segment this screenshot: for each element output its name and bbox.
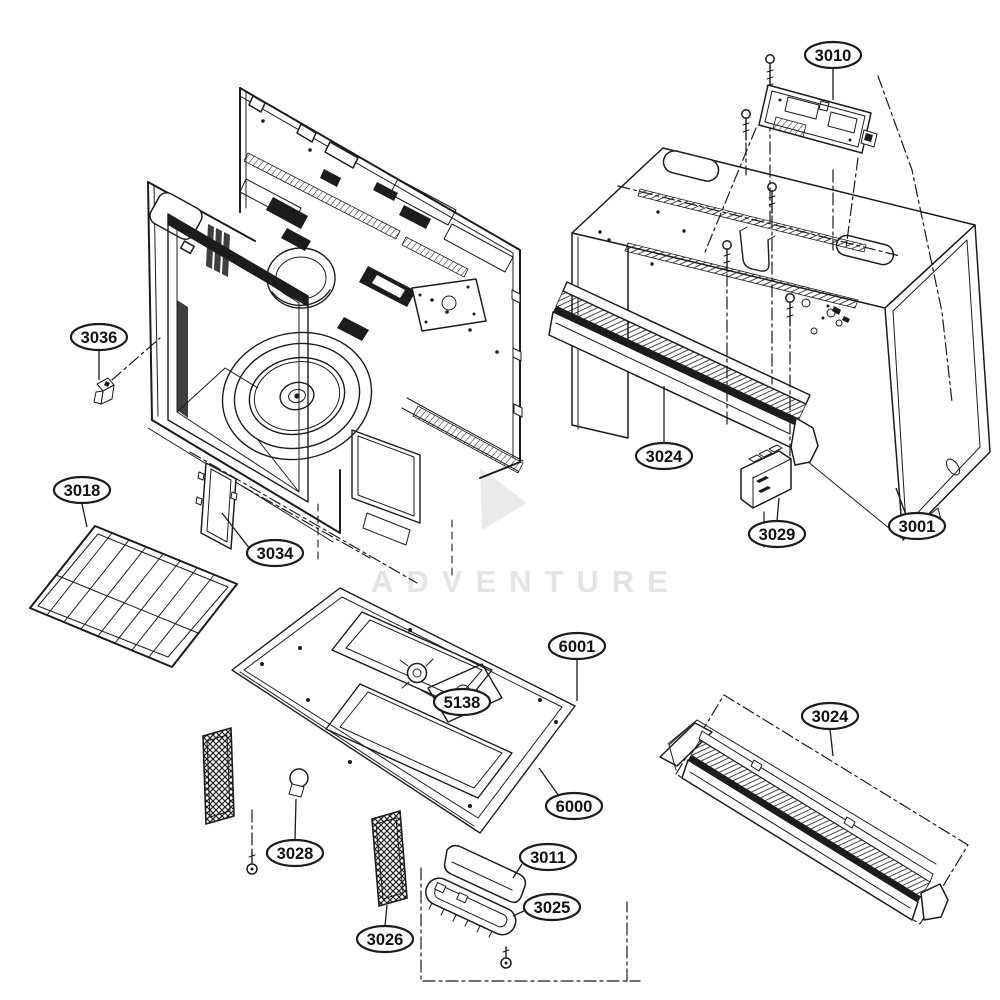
part-label-3036[interactable]: 3036 bbox=[69, 322, 129, 380]
part-number: 5138 bbox=[444, 694, 481, 712]
lamp-lens-drawing bbox=[443, 844, 527, 904]
part-label-3025[interactable]: 3025 bbox=[512, 892, 582, 922]
grease-filter-right-drawing bbox=[371, 809, 408, 908]
part-label-3026[interactable]: 3026 bbox=[355, 904, 415, 954]
part-label-3018[interactable]: 3018 bbox=[52, 475, 112, 528]
wire-rack-drawing bbox=[29, 525, 238, 668]
grommet-clip-drawing bbox=[93, 337, 161, 405]
part-number: 3001 bbox=[899, 518, 936, 536]
part-label-6000[interactable]: 6000 bbox=[538, 767, 604, 821]
vent-grille-exploded-drawing bbox=[659, 694, 969, 925]
part-label-3010[interactable]: 3010 bbox=[803, 40, 863, 100]
lens-frame-drawing bbox=[425, 877, 517, 969]
screw-icon bbox=[500, 946, 512, 969]
screw-icon bbox=[246, 851, 258, 875]
part-label-6001[interactable]: 6001 bbox=[547, 631, 607, 701]
watermark: ADVENTURE bbox=[371, 468, 681, 599]
part-number: 3024 bbox=[812, 708, 850, 726]
part-label-3024-case[interactable]: 3024 bbox=[634, 386, 694, 471]
part-number: 3036 bbox=[81, 329, 118, 347]
part-number: 3029 bbox=[759, 526, 796, 544]
part-number: 3011 bbox=[530, 849, 566, 867]
part-label-3028[interactable]: 3028 bbox=[265, 798, 325, 868]
part-number: 6000 bbox=[556, 798, 593, 816]
oven-cavity-assembly-drawing bbox=[147, 87, 524, 584]
part-label-3001[interactable]: 3001 bbox=[887, 487, 947, 541]
screw-icons bbox=[722, 54, 795, 327]
base-plate-assembly-drawing bbox=[231, 587, 641, 982]
part-number: 3024 bbox=[646, 448, 684, 466]
part-number: 3026 bbox=[367, 931, 404, 949]
grease-filter-left-drawing bbox=[202, 726, 235, 826]
part-label-3029[interactable]: 3029 bbox=[747, 497, 807, 549]
vent-grille-installed-drawing bbox=[548, 281, 819, 466]
waveguide-cover-drawing bbox=[195, 462, 238, 550]
part-number: 3018 bbox=[64, 482, 101, 500]
part-number: 3034 bbox=[257, 545, 295, 563]
part-label-3011[interactable]: 3011 bbox=[512, 842, 578, 879]
outer-case-drawing bbox=[548, 54, 991, 541]
part-label-3024-grille[interactable]: 3024 bbox=[800, 701, 860, 757]
watermark-text: ADVENTURE bbox=[371, 564, 681, 599]
part-label-5138[interactable]: 5138 bbox=[420, 687, 492, 717]
part-label-3034[interactable]: 3034 bbox=[221, 512, 305, 568]
part-number: 3025 bbox=[534, 899, 571, 917]
control-pcb-drawing bbox=[758, 84, 878, 154]
part-number: 3028 bbox=[277, 845, 314, 863]
lamp-bulb-drawing bbox=[246, 768, 309, 875]
part-number: 6001 bbox=[559, 638, 596, 656]
part-number: 3010 bbox=[815, 47, 852, 65]
